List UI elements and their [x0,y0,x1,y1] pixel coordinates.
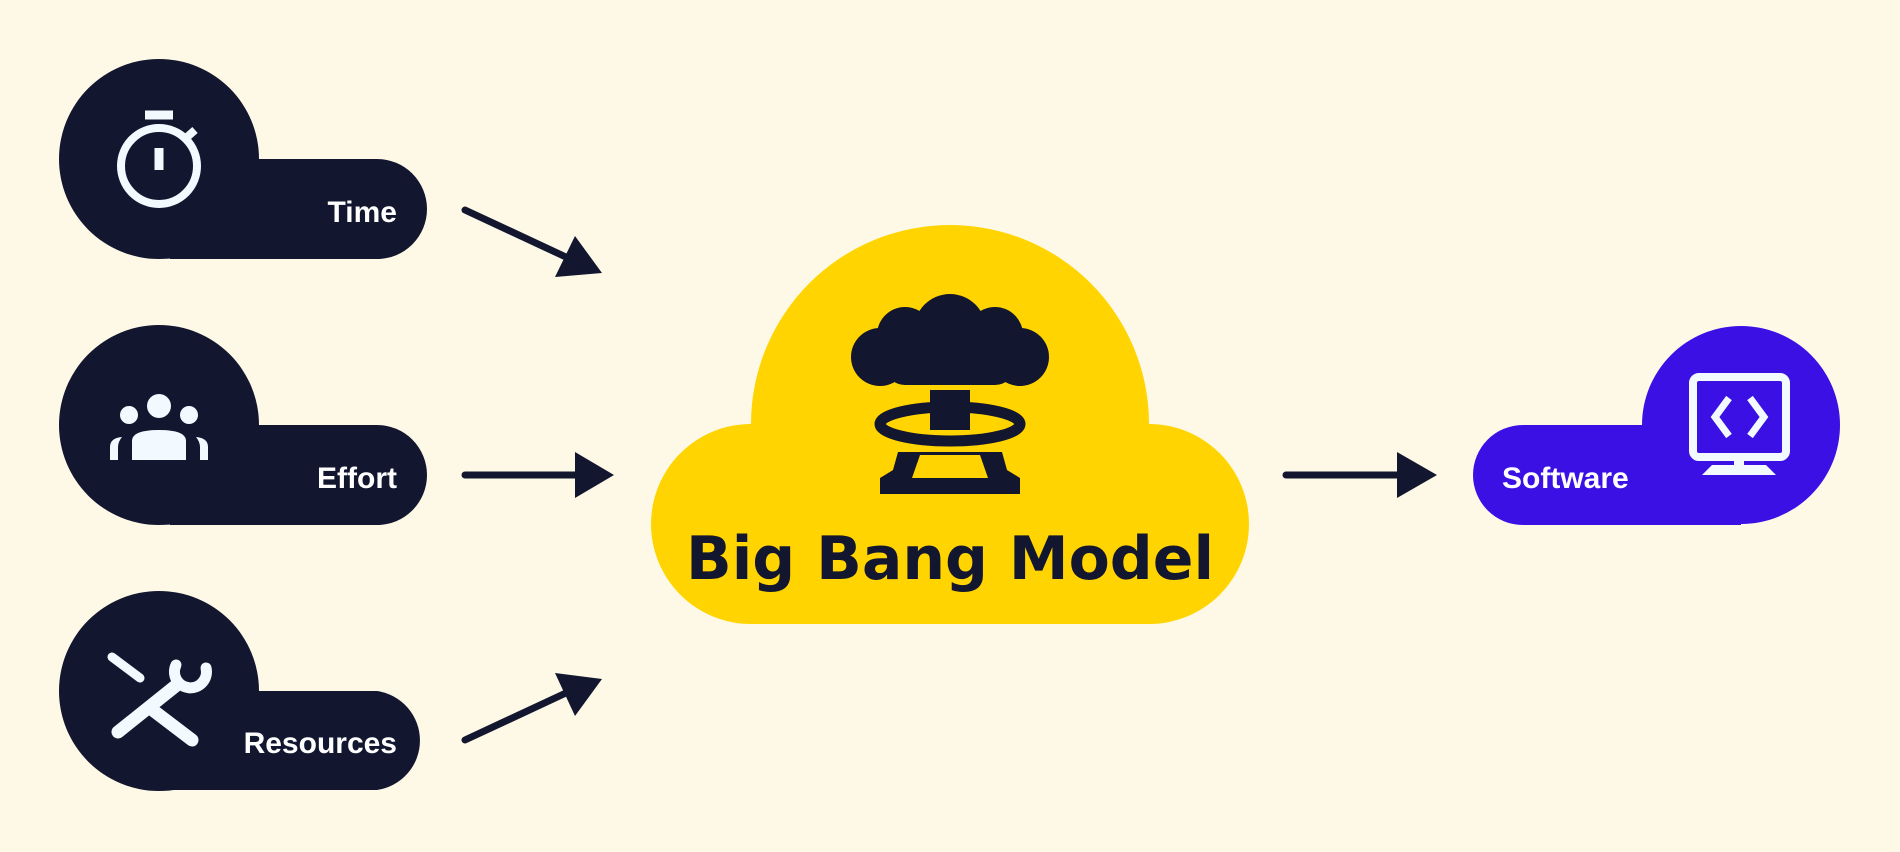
model-node: Big Bang Model [651,225,1249,624]
arrow-model-to-software [1282,452,1437,498]
input-node-effort: Effort [59,325,427,525]
arrow-effort-to-model [461,452,614,498]
output-node-software: Software [1473,326,1840,525]
people-icon [110,394,208,460]
explosion-icon [851,294,1049,494]
arrow-time-to-model [461,206,602,277]
model-label: Big Bang Model [686,524,1214,594]
input-node-time: Time [59,59,427,259]
tools-icon [107,652,212,747]
code-monitor-icon [1689,373,1790,475]
input-label: Resources [244,727,397,760]
output-label: Software [1502,462,1629,495]
stopwatch-icon [117,110,201,208]
input-node-resources: Resources [59,591,420,791]
arrow-resources-to-model [461,673,602,744]
input-label: Effort [317,462,397,495]
input-label: Time [328,196,397,229]
